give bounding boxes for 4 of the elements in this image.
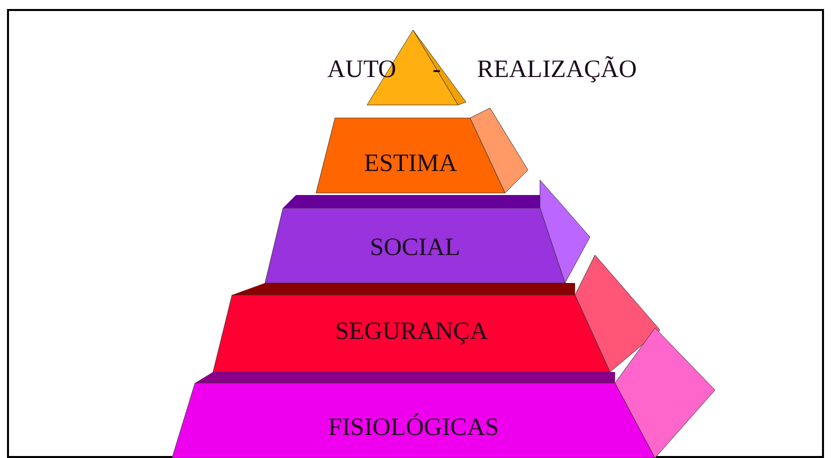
tier-label: ESTIMA xyxy=(362,150,458,178)
tier-label: FISIOLÓGICAS xyxy=(327,414,500,442)
tier-label: SEGURANÇA xyxy=(334,318,489,346)
tier-label: SOCIAL xyxy=(368,234,462,262)
